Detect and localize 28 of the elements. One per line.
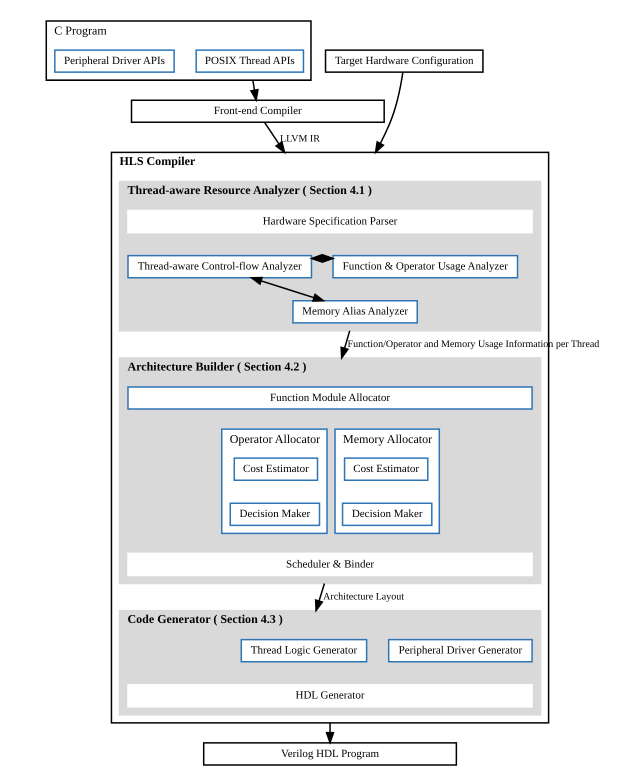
node-box: Hardware Specification Parser	[127, 209, 533, 233]
node-box: Thread-aware Control-flow Analyzer	[127, 254, 312, 278]
arrow	[374, 72, 404, 154]
arrow	[264, 122, 286, 154]
edge-label: Architecture Layout	[323, 591, 404, 602]
node-box: Scheduler & Binder	[127, 552, 533, 576]
arrow	[340, 330, 350, 360]
node-box: Target Hardware Configuration	[324, 48, 484, 72]
node-box: Cost Estimator	[344, 456, 429, 480]
node-box: Peripheral Driver APIs	[54, 48, 175, 72]
node-box: HDL Generator	[127, 684, 533, 708]
node-box: Function & Operator Usage Analyzer	[332, 254, 518, 278]
node-box: POSIX Thread APIs	[195, 48, 304, 72]
arrow	[309, 253, 336, 262]
node-box: Peripheral Driver Generator	[388, 638, 533, 662]
node-box: Memory Alias Analyzer	[292, 300, 418, 324]
arrow	[325, 722, 335, 744]
node-box: Decision Maker	[342, 502, 433, 526]
arrow	[249, 276, 326, 302]
arrow	[314, 582, 326, 612]
node-box: Verilog HDL Program	[202, 742, 458, 766]
node-box: Thread Logic Generator	[240, 638, 368, 662]
node-box: Function Module Allocator	[127, 386, 533, 410]
node-box: Front-end Compiler	[130, 98, 385, 123]
arrow	[250, 80, 259, 102]
node-box: Decision Maker	[230, 502, 320, 526]
edge-label: LLVM IR	[280, 132, 320, 144]
node-box: Cost Estimator	[234, 456, 318, 480]
